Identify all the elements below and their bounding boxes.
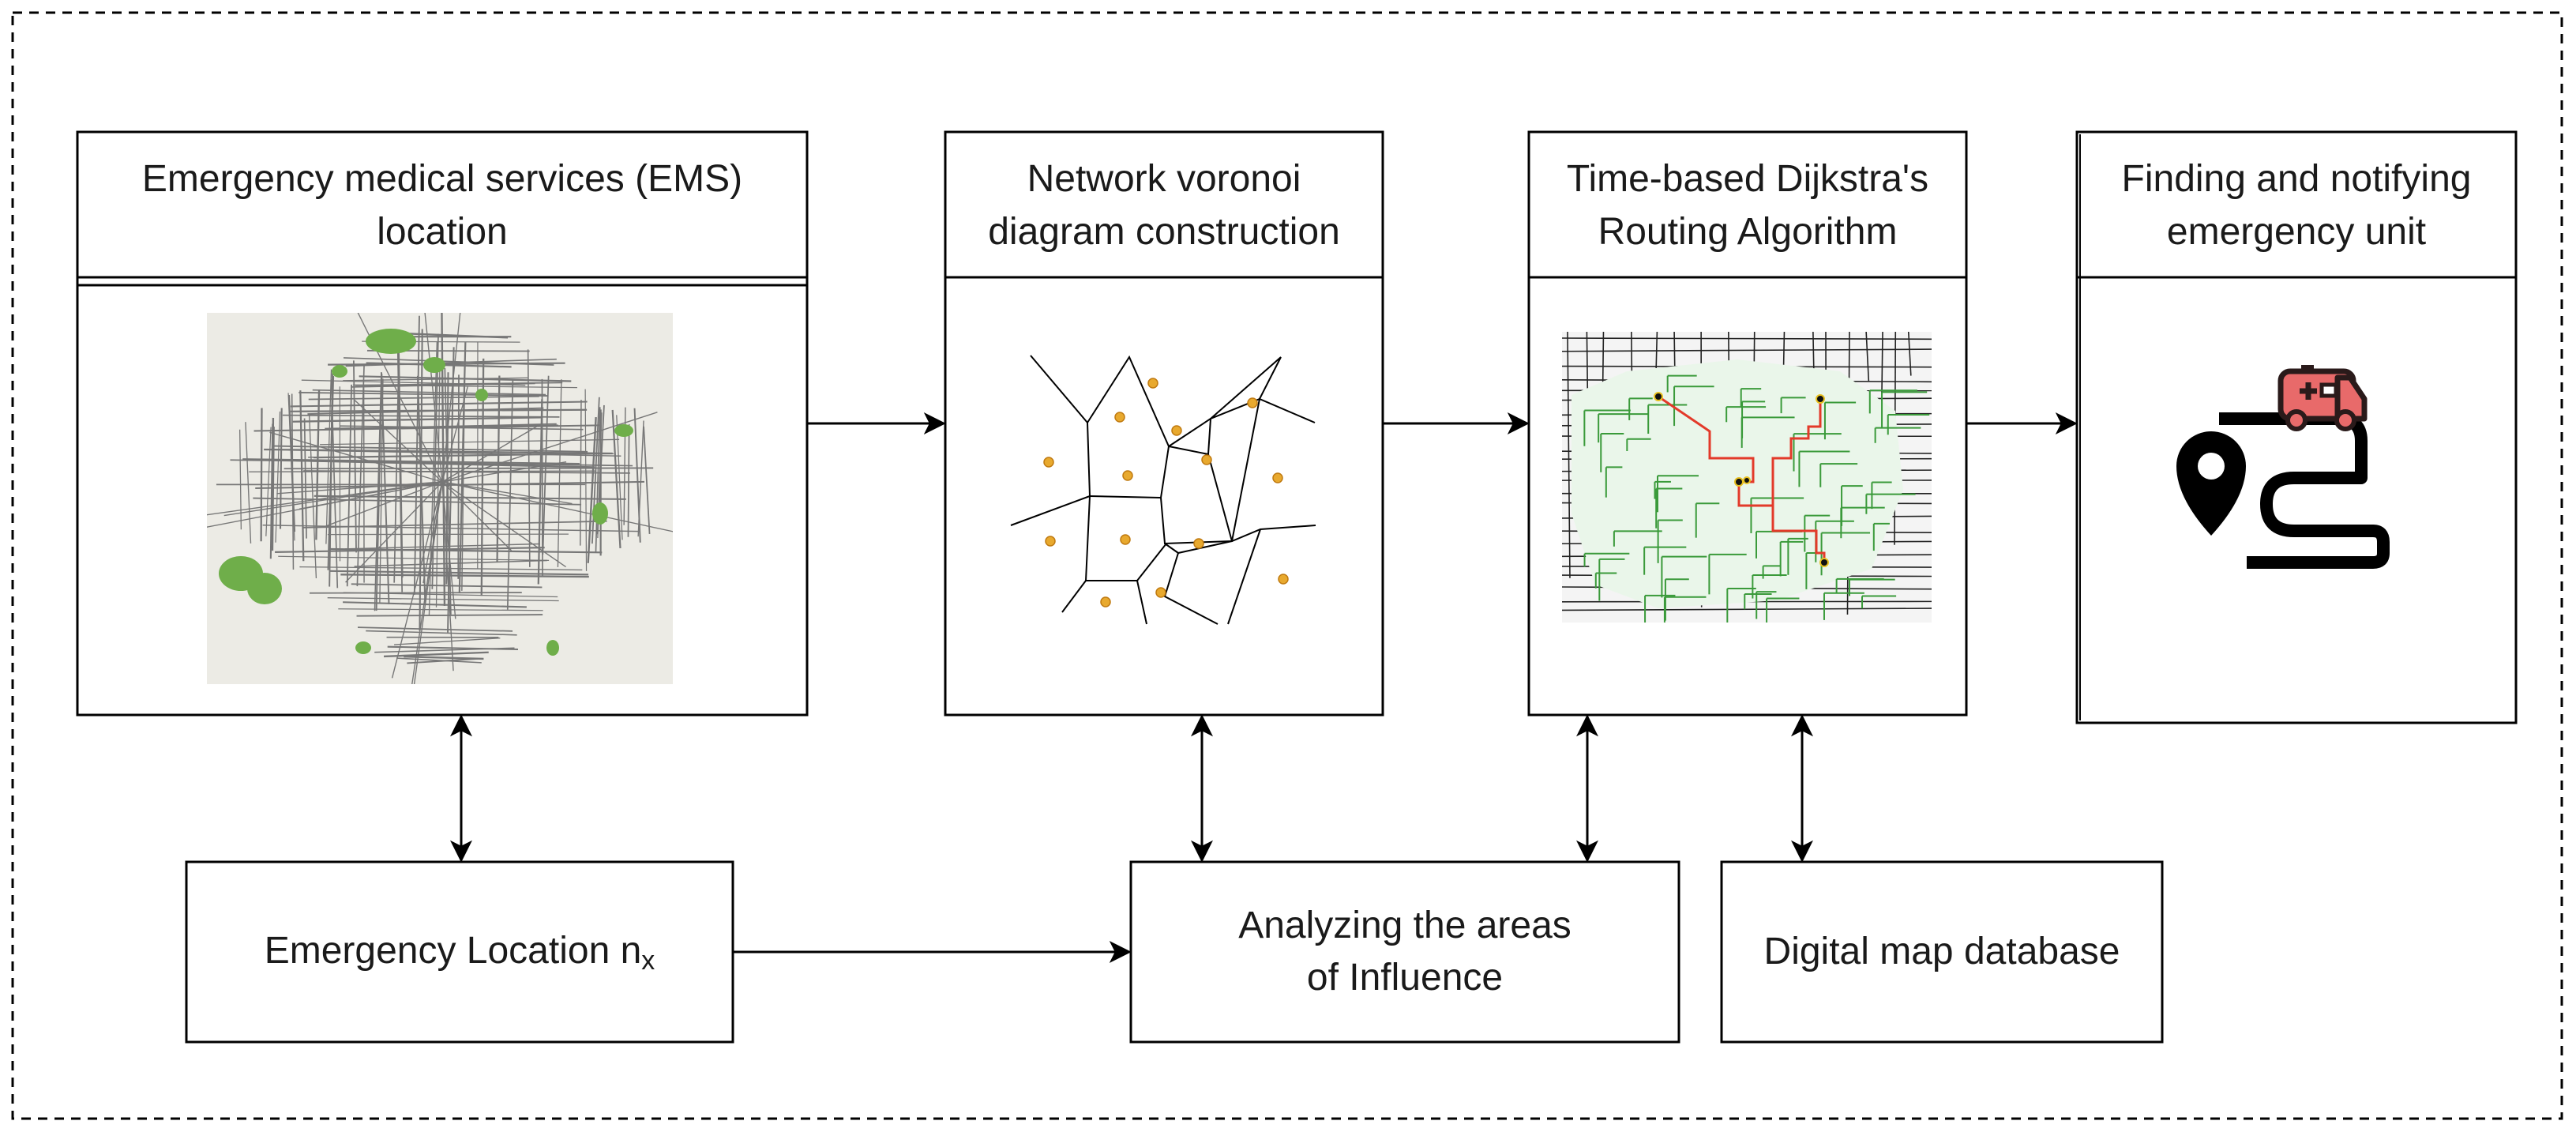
voronoi-title-line-1: Network voronoi xyxy=(1027,153,1301,205)
emergency-location-label: Emergency Location nx xyxy=(186,862,733,1042)
voronoi-box-title: Network voronoi diagram construction xyxy=(945,134,1383,277)
digital-map-label: Digital map database xyxy=(1722,862,2162,1042)
ems-title-line-2: location xyxy=(377,206,507,258)
ems-box-title: Emergency medical services (EMS) locatio… xyxy=(77,134,807,277)
digital-map-text: Digital map database xyxy=(1764,926,2120,978)
notify-title-line-2: emergency unit xyxy=(2167,206,2426,258)
analyzing-label: Analyzing the areas of Influence xyxy=(1131,862,1679,1042)
dijkstra-title-line-1: Time-based Dijkstra's xyxy=(1567,153,1928,205)
routing-map-icon xyxy=(1562,332,1932,641)
analyzing-line-1: Analyzing the areas xyxy=(1238,900,1572,952)
ambulance-icon xyxy=(2281,365,2364,429)
notify-title-line-1: Finding and notifying xyxy=(2122,153,2472,205)
notify-box-title: Finding and notifying emergency unit xyxy=(2077,134,2516,277)
emergency-location-subscript: x xyxy=(641,946,655,976)
dijkstra-box-title: Time-based Dijkstra's Routing Algorithm xyxy=(1529,134,1966,277)
dijkstra-title-line-2: Routing Algorithm xyxy=(1598,206,1898,258)
analyzing-line-2: of Influence xyxy=(1307,952,1503,1004)
emergency-location-text: Emergency Location n xyxy=(265,930,642,972)
voronoi-title-line-2: diagram construction xyxy=(988,206,1340,258)
ems-title-line-1: Emergency medical services (EMS) xyxy=(142,153,742,205)
